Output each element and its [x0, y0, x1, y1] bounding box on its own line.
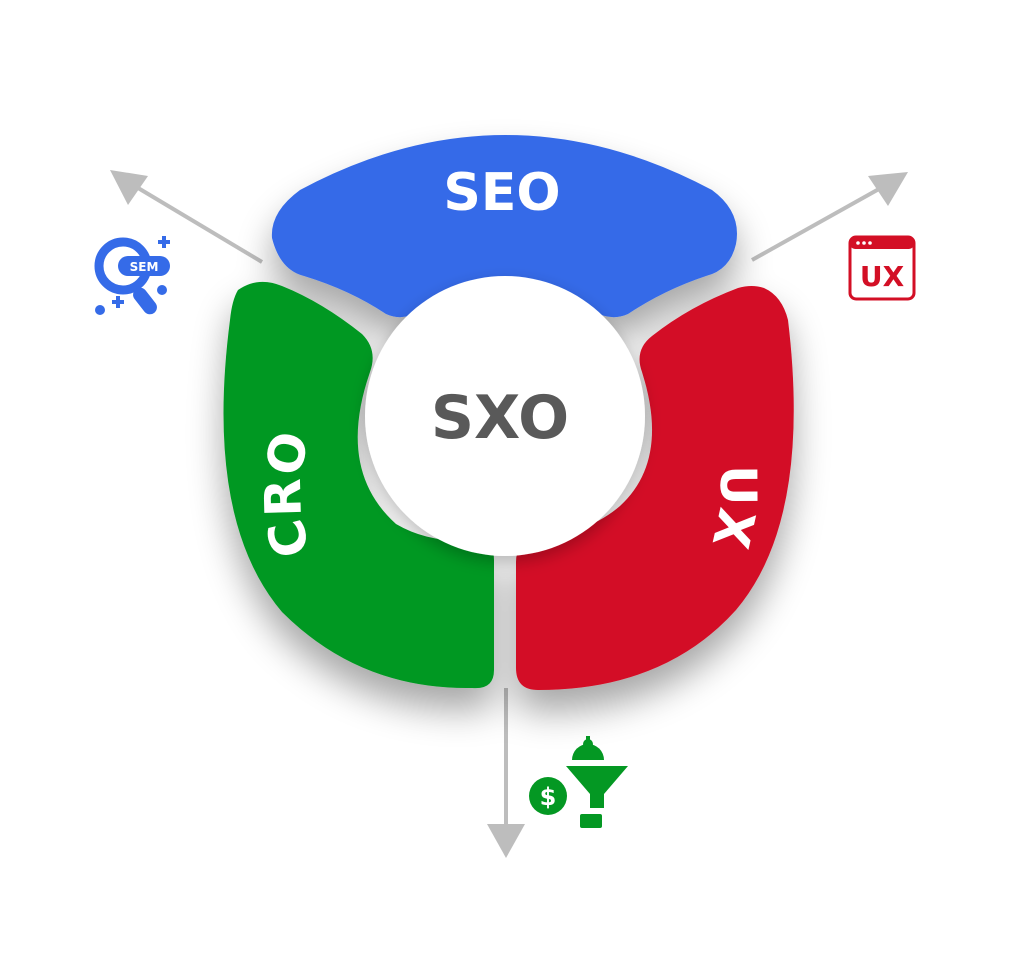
arrowhead-sem: [110, 170, 148, 205]
arrow-to-ux: [751, 178, 896, 262]
ux-browser-window-icon: UX: [848, 235, 916, 301]
center-label: SXO: [431, 383, 569, 453]
arrowhead-ux: [868, 172, 908, 206]
ux-segment: [516, 286, 794, 690]
sem-search-icon: SEM: [94, 236, 170, 315]
center-circle: [365, 276, 645, 556]
cro-label: CRO: [254, 427, 321, 563]
cro-badge-label: $: [540, 783, 557, 811]
conversion-funnel-icon: $: [529, 736, 628, 828]
ux-badge-label: UX: [860, 260, 905, 293]
seo-segment: [271, 135, 737, 318]
cro-segment: [223, 281, 494, 689]
arrow-to-sem: [116, 174, 264, 264]
seo-label: SEO: [443, 163, 560, 223]
arrowhead-cro: [487, 824, 525, 858]
ring: [223, 135, 794, 690]
arrows: [110, 170, 908, 858]
sem-badge-label: SEM: [130, 260, 159, 274]
